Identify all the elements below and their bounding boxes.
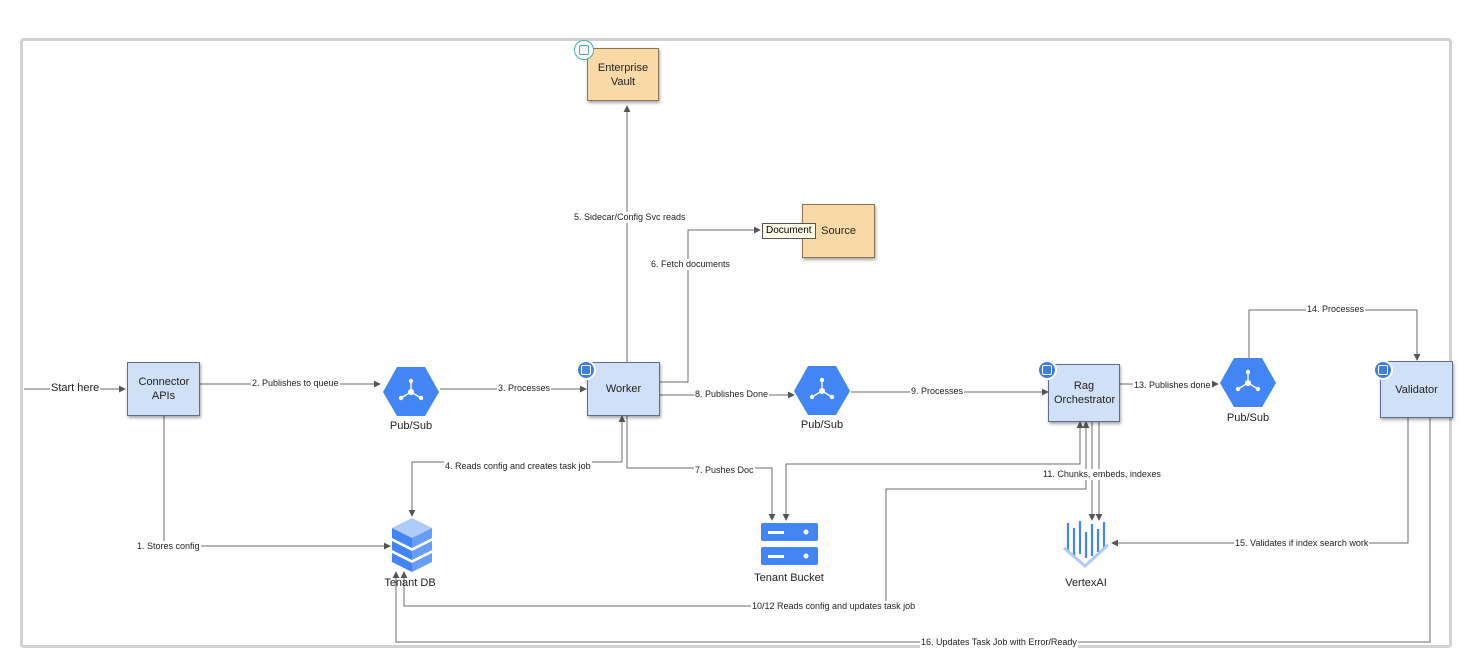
edge-16 [392, 418, 1431, 643]
pubsub-2-caption: Pub/Sub [800, 419, 844, 431]
start-label: Start here [50, 382, 101, 394]
database-stack-icon [392, 518, 432, 572]
edge-6-label: 6. Fetch documents [650, 259, 732, 270]
tenant-db-caption: Tenant DB [384, 577, 436, 589]
worker-label: Worker [605, 383, 642, 395]
edge-6 [660, 226, 761, 383]
document-tag: Document [762, 223, 816, 239]
edge-10-12-label: 10/12 Reads config and updates task job [751, 601, 917, 612]
edge-11-label: 11. Chunks, embeds, indexes [1042, 469, 1162, 480]
pubsub-hex-icon [794, 366, 850, 415]
vertexai-caption: VertexAI [1065, 577, 1107, 589]
edge-7-label: 7. Pushes Doc [694, 465, 755, 476]
gcp-service-badge-icon [576, 360, 596, 380]
storage-bucket-icon [761, 523, 818, 565]
tenant-bucket-caption: Tenant Bucket [754, 572, 824, 584]
edge-2-label: 2. Publishes to queue [251, 378, 340, 389]
validator-label: Validator [1395, 383, 1438, 396]
pubsub-1-caption: Pub/Sub [389, 420, 433, 432]
edge-15 [1111, 418, 1409, 547]
edge-9-label: 9. Processes [910, 386, 965, 397]
pubsub-hex-icon [383, 367, 439, 416]
edge-15-label: 15. Validates if index search work [1234, 538, 1370, 549]
gcp-service-badge-icon [1373, 360, 1393, 380]
edge-5-label: 5. Sidecar/Config Svc reads [573, 212, 687, 223]
source-label: Source [821, 225, 856, 237]
edge-1 [163, 416, 391, 550]
edge-14 [1248, 309, 1421, 361]
vault-gear-icon [574, 40, 594, 60]
enterprise-vault-box[interactable]: Enterprise Vault [587, 48, 659, 101]
edge-8-label: 8. Publishes Done [694, 389, 770, 400]
pubsub-hex-icon [1220, 358, 1276, 407]
pubsub-3-caption: Pub/Sub [1226, 412, 1270, 424]
connector-apis-box[interactable]: Connector APIs [127, 362, 200, 416]
edge-3-label: 3. Processes [497, 383, 552, 394]
connector-apis-label: Connector APIs [138, 376, 190, 402]
edge-1-label: 1. Stores config [136, 541, 201, 552]
edge-10-12 [400, 421, 1090, 607]
rag-orchestrator-box[interactable]: Rag Orchestrator [1048, 364, 1120, 422]
gcp-service-badge-icon [1037, 360, 1057, 380]
edge-14-label: 14. Processes [1306, 304, 1366, 315]
edge-16-label: 16. Updates Task Job with Error/Ready [920, 637, 1078, 648]
rag-orchestrator-label: Rag Orchestrator [1054, 380, 1116, 406]
edge-rag-bucket [782, 421, 1084, 521]
enterprise-vault-label: Enterprise Vault [597, 61, 649, 88]
worker-box[interactable]: Worker [587, 362, 660, 416]
vertexai-icon [1063, 521, 1110, 569]
edge-13-label: 13. Publishes done [1133, 380, 1212, 391]
edge-4-label: 4. Reads config and creates task job [444, 461, 592, 472]
